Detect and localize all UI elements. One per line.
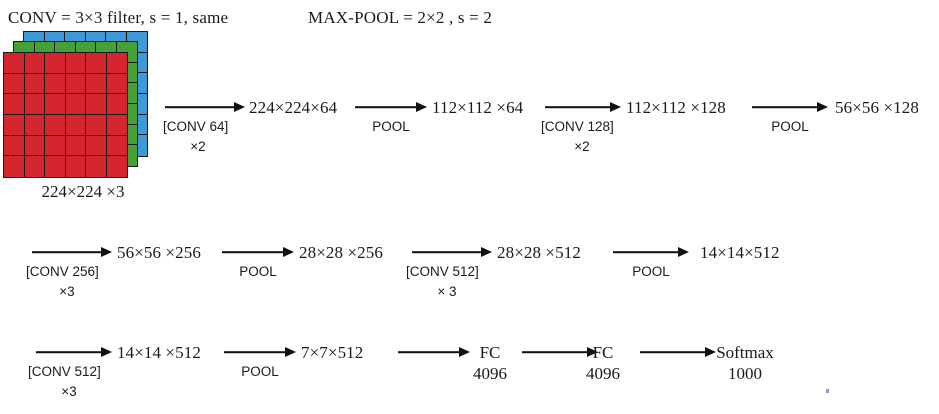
activation-dim: 28×28 ×512 [497,243,581,262]
volume-cell [106,115,127,136]
activation-dim: 28×28 ×256 [299,243,383,262]
volume-cell [65,94,86,115]
volume-cell [86,73,107,95]
conv-label: [CONV 512] [28,364,101,379]
volume-cell [4,53,25,74]
conv-label: [CONV 128] [541,119,614,134]
volume-cell [4,94,25,115]
activation-dim: 56×56 ×256 [117,243,201,262]
legend-pool-rule: MAX-POOL = 2×2 , s = 2 [308,8,493,27]
volume-cell [65,114,86,136]
activation-dim: 112×112 ×64 [432,98,524,117]
volume-cell [86,156,107,177]
input-volume-label: 224×224 ×3 [41,182,125,201]
volume-cell [45,135,66,157]
pool-label: POOL [771,119,809,134]
volume-cell [106,53,127,74]
volume-cell [86,53,107,74]
pool-label: POOL [372,119,410,134]
conv-label: [CONV 256] [26,264,99,279]
volume-cell [45,114,66,136]
fc-layer-units: 4096 [473,364,507,383]
input-volume-channel-red [3,52,128,178]
volume-cell [65,53,86,74]
flow-arrow [355,101,427,113]
softmax-layer-units: 1000 [728,364,762,383]
softmax-layer-name: Softmax [716,343,774,362]
volume-cell [86,114,107,136]
volume-cell [24,114,45,136]
conv-repeat-label: ×2 [190,139,206,154]
activation-dim: 56×56 ×128 [835,98,919,117]
conv-repeat-label: ×3 [61,384,77,399]
flow-arrow [398,346,470,358]
volume-cell [4,156,25,177]
volume-cell [65,135,86,157]
activation-dim: 7×7×512 [301,343,364,362]
volume-cell [106,74,127,95]
volume-cell [24,94,45,115]
volume-cell [66,156,86,177]
conv-repeat-label: ×2 [574,139,590,154]
volume-cell [24,135,45,157]
flow-arrow [165,101,245,113]
fc-layer-name: FC [592,343,614,362]
flow-arrow [640,346,716,358]
volume-cell [24,73,45,95]
conv-repeat-label: ×3 [59,284,75,299]
activation-dim: 224×224×64 [249,98,338,117]
activation-dim: 14×14×512 [700,243,780,262]
volume-cell [45,53,66,74]
flow-arrow [36,346,112,358]
volume-cell [45,94,66,115]
legend-conv-rule: CONV = 3×3 filter, s = 1, same [8,8,229,27]
flow-arrow [224,346,296,358]
flow-arrow [613,246,689,258]
activation-dim: 112×112 ×128 [626,98,726,117]
volume-cell [106,94,127,115]
pool-label: POOL [239,264,277,279]
volume-cell [4,114,25,136]
flow-arrow [412,246,492,258]
conv-label: [CONV 64] [163,119,229,134]
flow-arrow [522,346,598,358]
flow-arrow [32,246,112,258]
volume-cell [86,94,107,115]
volume-cell [4,73,25,95]
volume-cell [107,156,128,177]
fc-layer-units: 4096 [586,364,620,383]
input-volume [0,28,160,198]
volume-cell [86,135,107,157]
volume-cell [45,73,66,95]
pool-label: POOL [241,364,279,379]
artifact-dot [826,389,829,393]
pool-label: POOL [632,264,670,279]
conv-label: [CONV 512] [406,264,479,279]
flow-arrow [545,101,621,113]
flow-arrow [222,246,294,258]
volume-cell [4,135,25,157]
conv-repeat-label: × 3 [437,284,457,299]
flow-arrow [752,101,828,113]
activation-dim: 14×14 ×512 [117,343,201,362]
fc-layer-name: FC [479,343,501,362]
volume-cell [65,73,86,95]
volume-cell [25,156,45,177]
volume-cell [106,136,127,157]
volume-cell [24,53,45,74]
volume-cell [45,156,66,177]
